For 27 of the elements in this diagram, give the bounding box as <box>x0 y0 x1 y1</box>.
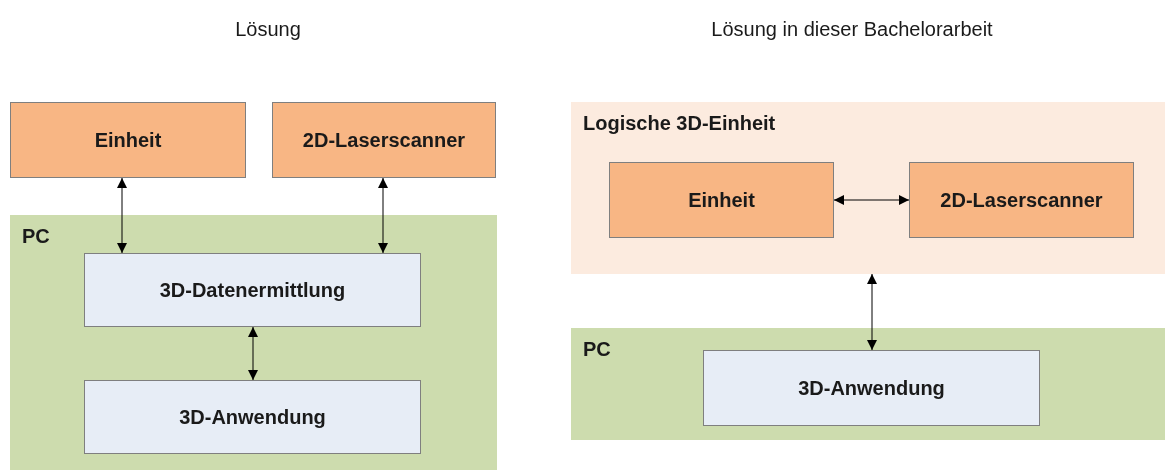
process-box <box>703 350 1040 426</box>
process-box <box>84 253 421 327</box>
label: PC <box>583 338 611 361</box>
label: 3D-Datenermittlung <box>159 278 346 302</box>
arrow <box>248 326 258 381</box>
group-panel <box>10 215 497 470</box>
arrow <box>867 273 877 351</box>
label: 2D-Laserscanner <box>940 188 1103 212</box>
arrow <box>378 177 388 254</box>
group-panel <box>571 328 1165 440</box>
label: 2D-Laserscanner <box>302 128 466 152</box>
heading: Lösung in dieser Bachelorarbeit <box>711 18 993 41</box>
arrow <box>833 195 910 205</box>
label: Einheit <box>688 188 755 212</box>
process-box <box>609 162 834 238</box>
label: 3D-Anwendung <box>798 376 945 400</box>
label: Logische 3D-Einheit <box>583 112 776 135</box>
group-panel <box>571 102 1165 274</box>
process-box <box>10 102 246 178</box>
label: Einheit <box>94 128 162 152</box>
label: 3D-Anwendung <box>179 405 326 429</box>
heading: Lösung <box>235 18 301 41</box>
arrow <box>117 177 127 254</box>
process-box <box>272 102 496 178</box>
process-box <box>84 380 421 454</box>
process-box <box>909 162 1134 238</box>
label: PC <box>22 225 50 248</box>
